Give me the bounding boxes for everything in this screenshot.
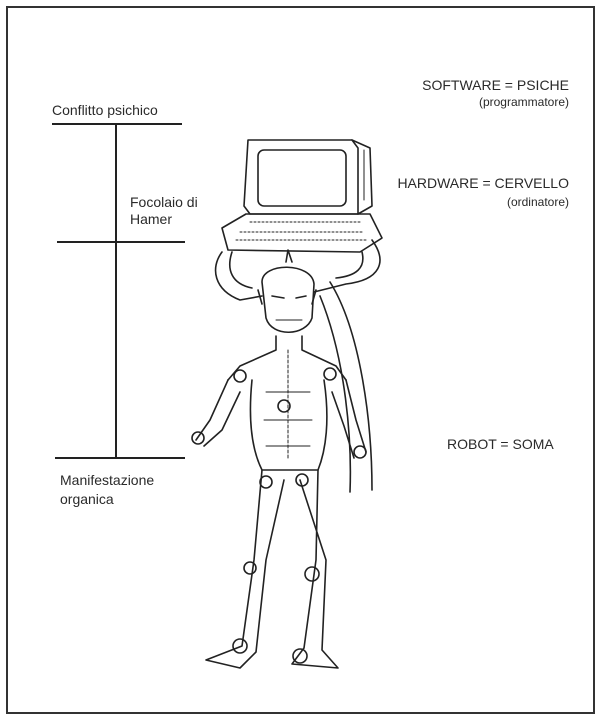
robot-torso (228, 336, 346, 470)
focus-label-line2: Hamer (130, 210, 172, 228)
conflict-label: Conflitto psichico (52, 101, 158, 119)
software-sub-label: (programmatore) (479, 93, 569, 111)
manifest-label-line1: Manifestazione (60, 471, 154, 489)
computer-monitor (244, 140, 372, 214)
robot-head (258, 250, 316, 332)
robot-legs (206, 470, 338, 668)
manifest-label-line2: organica (60, 490, 114, 508)
computer-keyboard (222, 214, 382, 252)
robot-label: ROBOT = SOMA (447, 435, 554, 453)
focus-label-line1: Focolaio di (130, 193, 198, 211)
software-label: SOFTWARE = PSICHE (422, 76, 569, 94)
robot-arms (192, 368, 366, 458)
hardware-sub-label: (ordinatore) (507, 193, 569, 211)
hardware-label: HARDWARE = CERVELLO (397, 174, 569, 192)
